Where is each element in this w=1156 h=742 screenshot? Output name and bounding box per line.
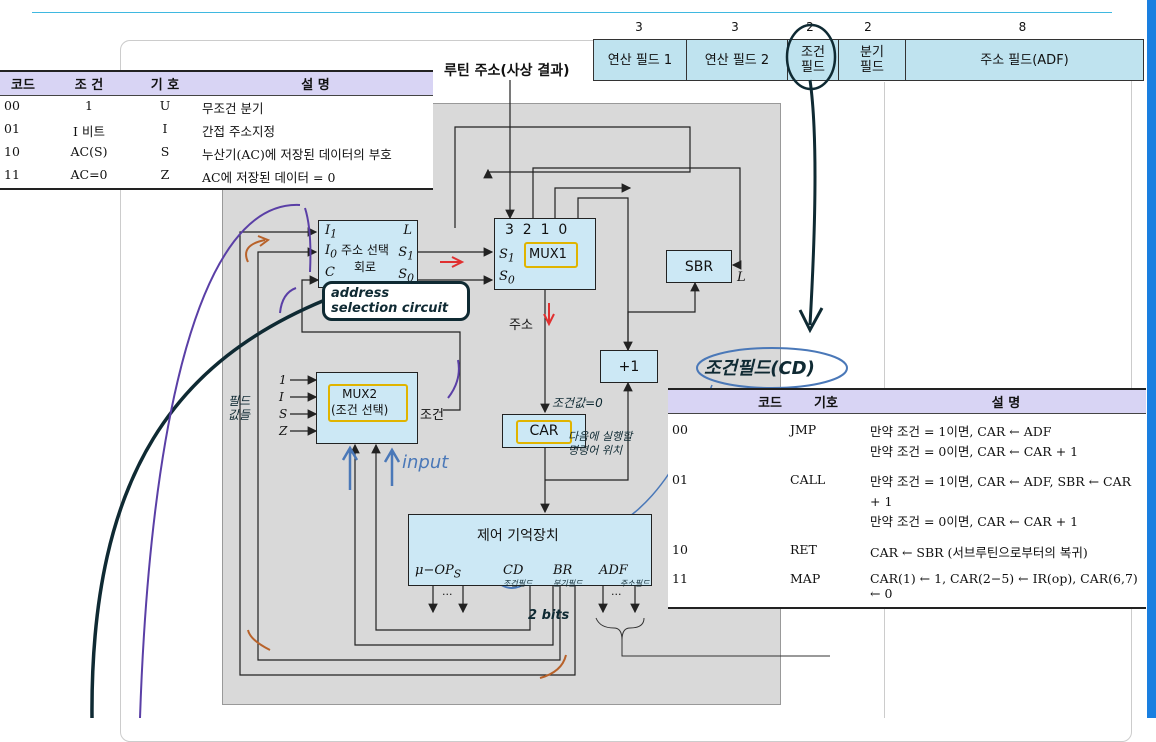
as-l: L xyxy=(403,223,412,238)
sbr-l: L xyxy=(737,270,746,285)
ct-h-code: 코드 xyxy=(0,70,46,96)
mux2-highlight xyxy=(328,384,408,422)
as-in0: I0 xyxy=(325,243,338,261)
note-cd-small: 조건필드 xyxy=(503,579,533,588)
as-title: 주소 선택 회로 xyxy=(341,243,389,274)
table-row: 01 I 비트 I 간접 주소지정 xyxy=(4,121,275,139)
as-s1: S1 xyxy=(398,245,414,263)
bt-h-desc: 설 명 xyxy=(866,388,1146,414)
field-address: 주소 필드(ADF) xyxy=(980,52,1069,68)
microinstruction-format: 연산 필드 1 연산 필드 2 조건 필드 분기 필드 주소 필드(ADF) xyxy=(593,39,1144,81)
as-in1: I1 xyxy=(325,223,338,241)
mux1-block: 3 2 1 0 S1 S0 MUX1 xyxy=(494,218,596,290)
note-field-values: 필드 값들 xyxy=(228,394,251,422)
note-two-bits: 2 bits xyxy=(528,608,570,623)
address-select-block: I1 I0 C 주소 선택 회로 L S1 S0 xyxy=(318,220,418,288)
plus-one-block: +1 xyxy=(600,350,658,383)
mux2-label: MUX2 (조건 선택) xyxy=(331,387,389,417)
address-label: 주소 xyxy=(509,318,533,333)
mux1-label: MUX1 xyxy=(529,247,567,262)
cm-dots-left: ··· xyxy=(442,588,453,601)
table-row: 11 AC=0 Z AC에 저장된 데이터 = 0 xyxy=(0,165,433,189)
ct-h-sym: 기 호 xyxy=(132,70,198,96)
as-s0: S0 xyxy=(398,267,414,285)
note-br-small: 분기필드 xyxy=(553,579,583,588)
note-adf-small: 주소필드 xyxy=(620,579,650,588)
mux2-inputs: 1 I S Z xyxy=(279,373,288,438)
field-branch: 분기 필드 xyxy=(839,40,906,80)
note-address-selection-circuit: address selection circuit xyxy=(322,281,470,321)
mux1-s0: S0 xyxy=(499,269,515,287)
cm-adf: ADF xyxy=(599,563,628,578)
bits-op1: 3 xyxy=(635,20,643,34)
cm-mu-op: μ−OPS xyxy=(415,563,462,581)
field-op1: 연산 필드 1 xyxy=(594,40,687,80)
routine-address-label: 루틴 주소(사상 결과) xyxy=(444,63,570,79)
sbr-block: SBR xyxy=(666,250,732,283)
right-scroll-edge xyxy=(1147,0,1156,718)
field-condition: 조건 필드 xyxy=(788,40,839,80)
cm-dots-right: ··· xyxy=(611,588,622,601)
bits-cd: 2 xyxy=(806,20,814,34)
as-c: C xyxy=(325,265,335,280)
table-row: 10 RET CAR ← SBR (서브루틴으로부터의 복귀) xyxy=(672,542,1088,560)
mux2-out-label: 조건 xyxy=(420,408,444,423)
cm-cd: CD xyxy=(503,563,524,578)
note-car-next: 다음에 실행할 명령어 위치 xyxy=(568,430,633,457)
bt-h-code: 코드 xyxy=(668,388,786,414)
note-car-zero: 조건값=0 xyxy=(552,396,603,410)
mux1-inputs: 3 2 1 0 xyxy=(505,222,568,238)
condition-table: 코드 조 건 기 호 설 명 00 1 U 무조건 분기 01 I 비트 I 간… xyxy=(0,70,433,190)
bits-br: 2 xyxy=(864,20,872,34)
diagram-wiring xyxy=(90,23,848,718)
table-row: 10 AC(S) S 누산기(AC)에 저장된 데이터의 부호 xyxy=(4,144,392,162)
bits-adf: 8 xyxy=(1018,20,1027,34)
top-rule xyxy=(32,12,1112,13)
mux1-s1: S1 xyxy=(499,247,515,265)
mux1-highlight xyxy=(524,242,578,268)
ct-h-cond: 조 건 xyxy=(46,70,132,96)
table-row: 00 1 U 무조건 분기 xyxy=(4,98,264,116)
table-row: 01 CALL 만약 조건 = 1이면, CAR ← ADF, SBR ← CA… xyxy=(672,472,1132,529)
car-highlight xyxy=(516,420,572,444)
cm-title: 제어 기억장치 xyxy=(477,528,559,544)
ct-h-desc: 설 명 xyxy=(198,70,433,96)
bits-op2: 3 xyxy=(731,20,739,34)
control-memory-block: 제어 기억장치 μ−OPS CD BR ADF xyxy=(408,514,652,586)
cm-br: BR xyxy=(553,563,573,578)
note-condition-field: 조건필드(CD) xyxy=(704,358,815,379)
table-row: 11 MAP CAR(1) ← 1, CAR(2−5) ← IR(op), CA… xyxy=(668,563,1146,608)
bt-h-sym: 기호 xyxy=(786,388,866,414)
note-input: input xyxy=(402,452,449,473)
